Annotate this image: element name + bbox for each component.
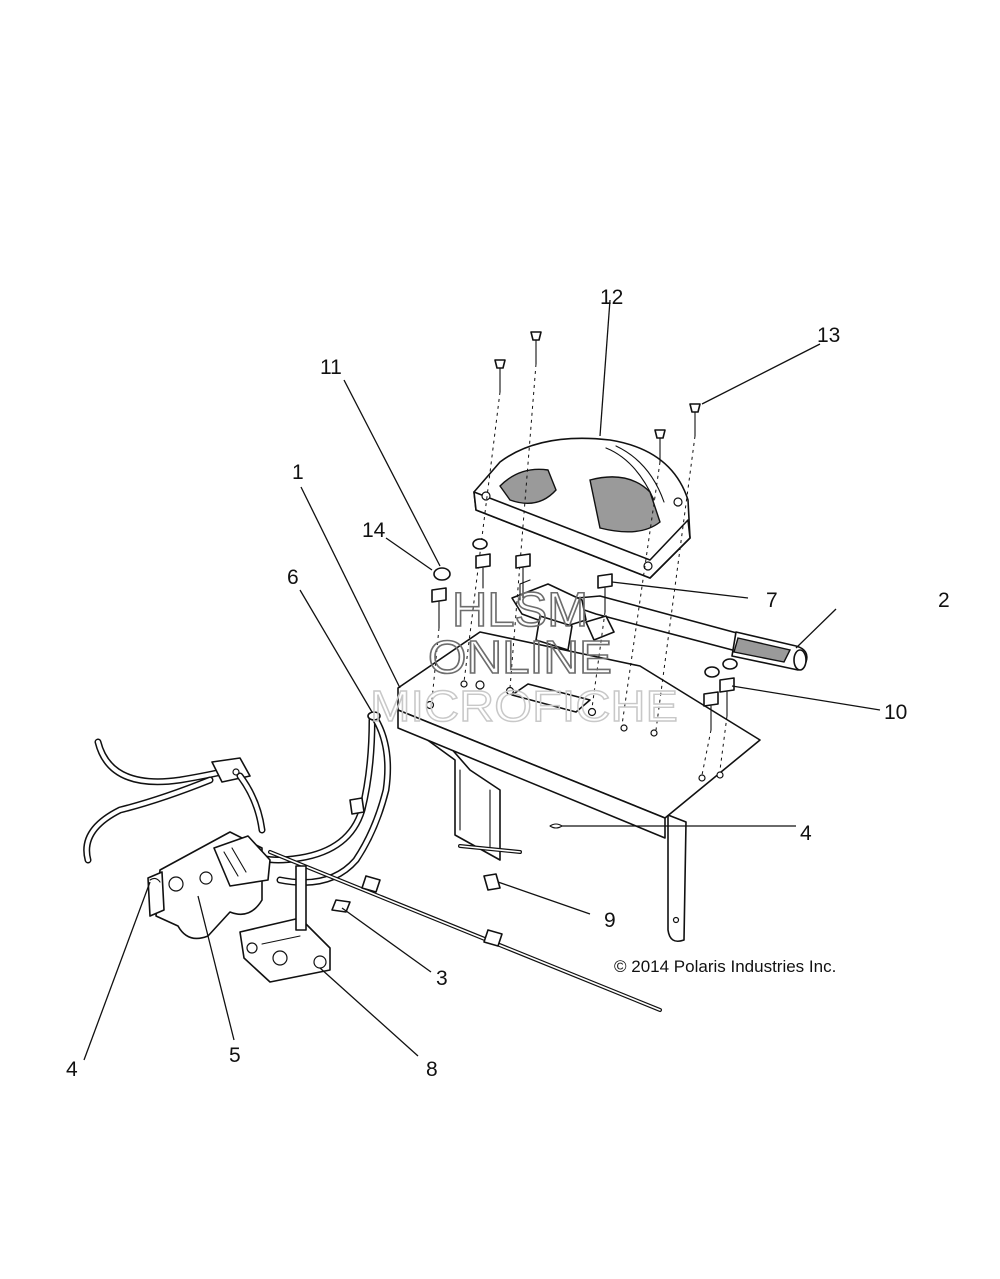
clevis-pin xyxy=(483,873,501,891)
callout-3: 3 xyxy=(436,967,448,990)
pushrod xyxy=(268,850,662,1012)
bolts-nuts xyxy=(431,538,738,776)
brake-cable xyxy=(250,711,522,886)
callout-13: 13 xyxy=(817,324,840,347)
callout-11: 11 xyxy=(320,356,342,379)
watermark-line-3: MICROFICHE xyxy=(370,682,678,731)
leader-lines xyxy=(83,299,881,1061)
caliper-bracket xyxy=(147,831,271,940)
callout-labels: 1 2 3 4 4 5 6 7 8 9 10 11 12 13 14 xyxy=(66,286,950,1081)
callout-10: 10 xyxy=(884,701,907,724)
callout-12: 12 xyxy=(600,286,623,309)
callout-5: 5 xyxy=(229,1044,241,1067)
watermark-line-1: HLSM xyxy=(452,584,588,637)
callout-4-left: 4 xyxy=(66,1058,78,1081)
watermark: HLSM ONLINE MICROFICHE xyxy=(369,583,678,732)
callout-8: 8 xyxy=(426,1058,438,1081)
copyright-text: © 2014 Polaris Industries Inc. xyxy=(614,957,836,976)
console-boot xyxy=(473,437,691,579)
watermark-line-2: ONLINE xyxy=(428,631,612,683)
mounting-bracket xyxy=(397,631,761,943)
cover-screws xyxy=(463,331,701,731)
callout-2: 2 xyxy=(938,589,950,612)
callout-9: 9 xyxy=(604,909,616,932)
callout-1: 1 xyxy=(292,461,304,484)
callout-14: 14 xyxy=(362,519,386,542)
brake-lines xyxy=(83,738,266,864)
callout-7: 7 xyxy=(766,589,778,612)
callout-6: 6 xyxy=(287,566,299,589)
callout-4-right: 4 xyxy=(800,822,812,845)
actuator xyxy=(239,865,331,983)
brake-handle xyxy=(511,579,808,671)
